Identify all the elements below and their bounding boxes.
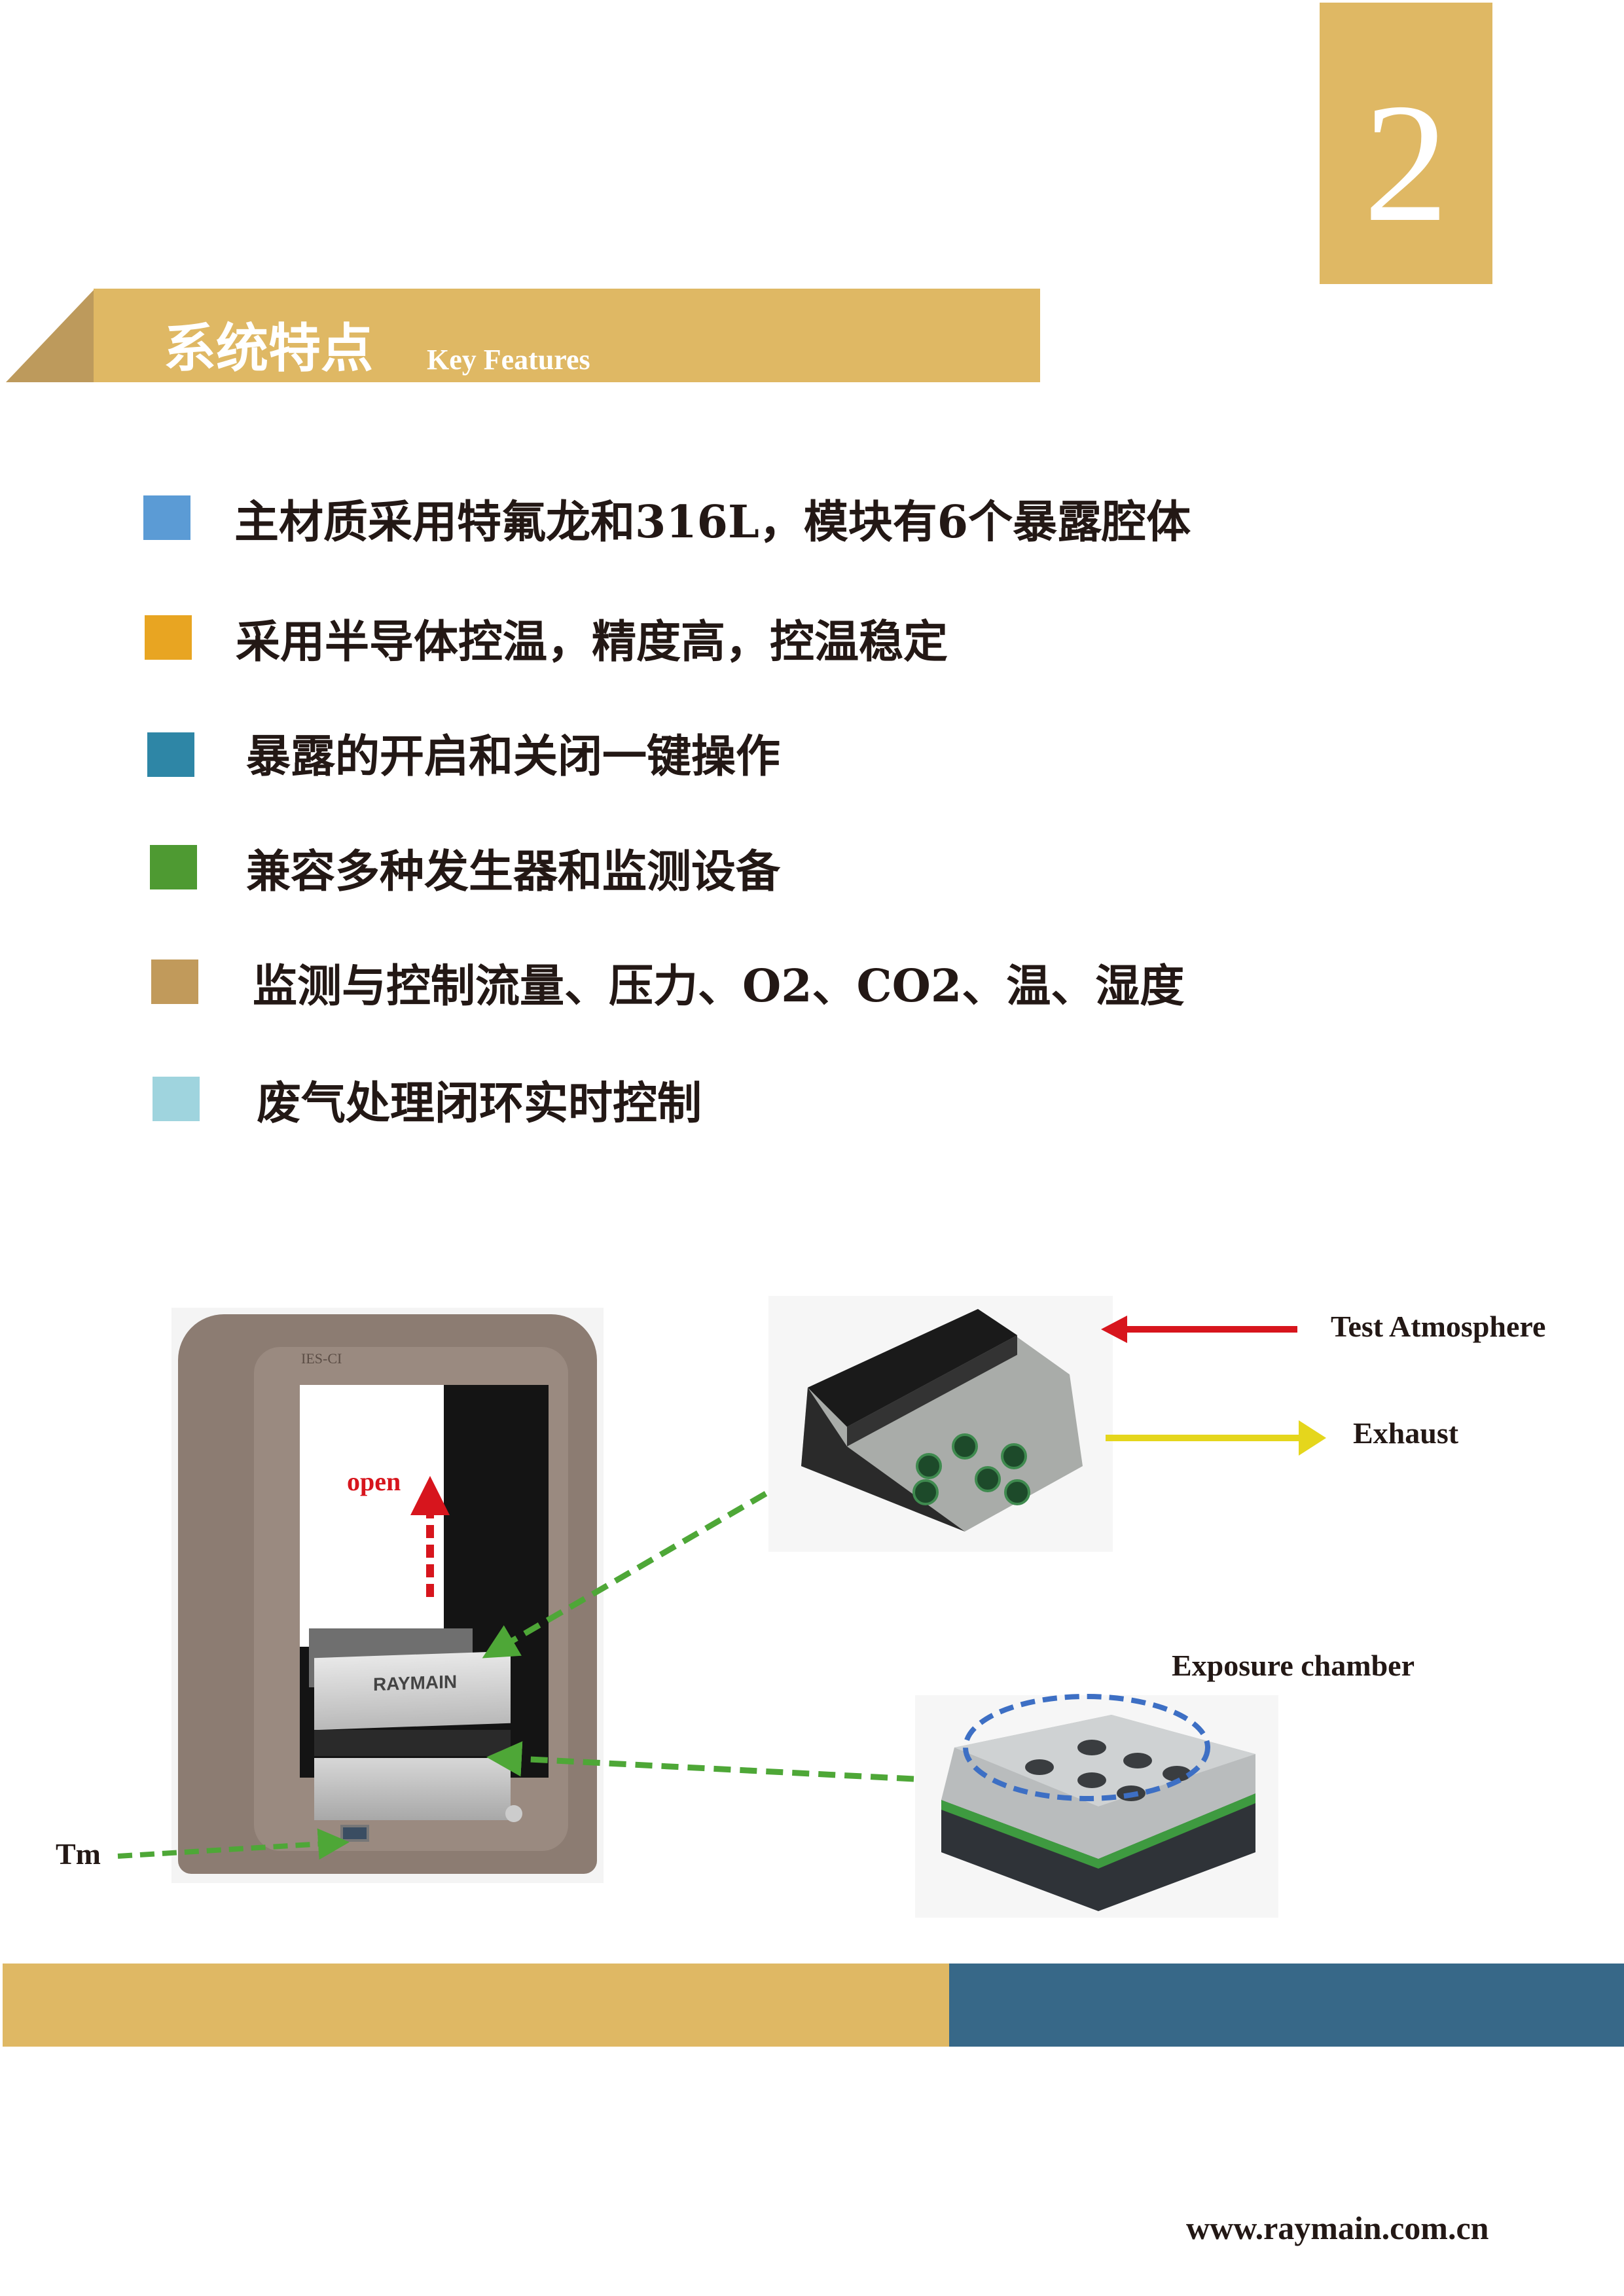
footer-bar-gold bbox=[3, 1964, 949, 2047]
machine-model-label: IES-CI bbox=[301, 1350, 342, 1367]
chamber-highlight-ellipse bbox=[963, 1694, 1210, 1801]
machine-window bbox=[300, 1385, 444, 1647]
exposure-chamber-label: Exposure chamber bbox=[1172, 1649, 1415, 1682]
test-atmosphere-arrow bbox=[1101, 1316, 1297, 1343]
open-label: open bbox=[347, 1467, 401, 1496]
exhaust-arrow bbox=[1106, 1420, 1326, 1456]
website-url: www.raymain.com.cn bbox=[1186, 2210, 1489, 2246]
green-arrow-chamber bbox=[486, 1741, 914, 1782]
banner-bar bbox=[94, 289, 1040, 382]
exposure-module-bottom bbox=[314, 1758, 511, 1820]
feature-bullet-icon bbox=[150, 845, 197, 889]
section-title-cn: 系统特点 bbox=[164, 317, 373, 379]
section-title-en: Key Features bbox=[427, 344, 590, 376]
exhaust-label: Exhaust bbox=[1353, 1416, 1459, 1450]
green-arrow-top-module bbox=[482, 1491, 768, 1659]
module-gap bbox=[314, 1730, 511, 1756]
feature-item: 废气处理闭环实时控制 bbox=[257, 1077, 702, 1130]
feature-item: 兼容多种发生器和监测设备 bbox=[246, 846, 781, 898]
machine-image: IES-CI RAYMAIN bbox=[171, 1308, 604, 1883]
feature-bullet-icon bbox=[153, 1077, 200, 1121]
exposure-chamber-image bbox=[915, 1695, 1278, 1918]
feature-bullet-icon bbox=[151, 960, 198, 1004]
feature-bullet-icon bbox=[145, 615, 192, 660]
feature-item: 暴露的开启和关闭一键操作 bbox=[246, 730, 781, 783]
page-number-badge: 2 bbox=[1320, 3, 1492, 284]
tm-label: Tm bbox=[56, 1837, 101, 1871]
test-atmosphere-label: Test Atmosphere bbox=[1331, 1310, 1546, 1343]
green-arrow-tm bbox=[117, 1828, 350, 1860]
feature-bullet-icon bbox=[147, 732, 194, 777]
section-banner bbox=[6, 289, 1040, 382]
feature-item: 监测与控制流量、压力、O2、CO2、温、湿度 bbox=[253, 960, 1185, 1013]
power-button bbox=[505, 1805, 522, 1822]
footer-bar-blue bbox=[949, 1964, 1624, 2047]
test-atmosphere-module-image bbox=[768, 1296, 1113, 1552]
feature-item: 采用半导体控温，精度高，控温稳定 bbox=[236, 616, 948, 668]
feature-item: 主材质采用特氟龙和316L，模块有6个暴露腔体 bbox=[234, 496, 1191, 548]
feature-bullet-icon bbox=[143, 495, 190, 540]
